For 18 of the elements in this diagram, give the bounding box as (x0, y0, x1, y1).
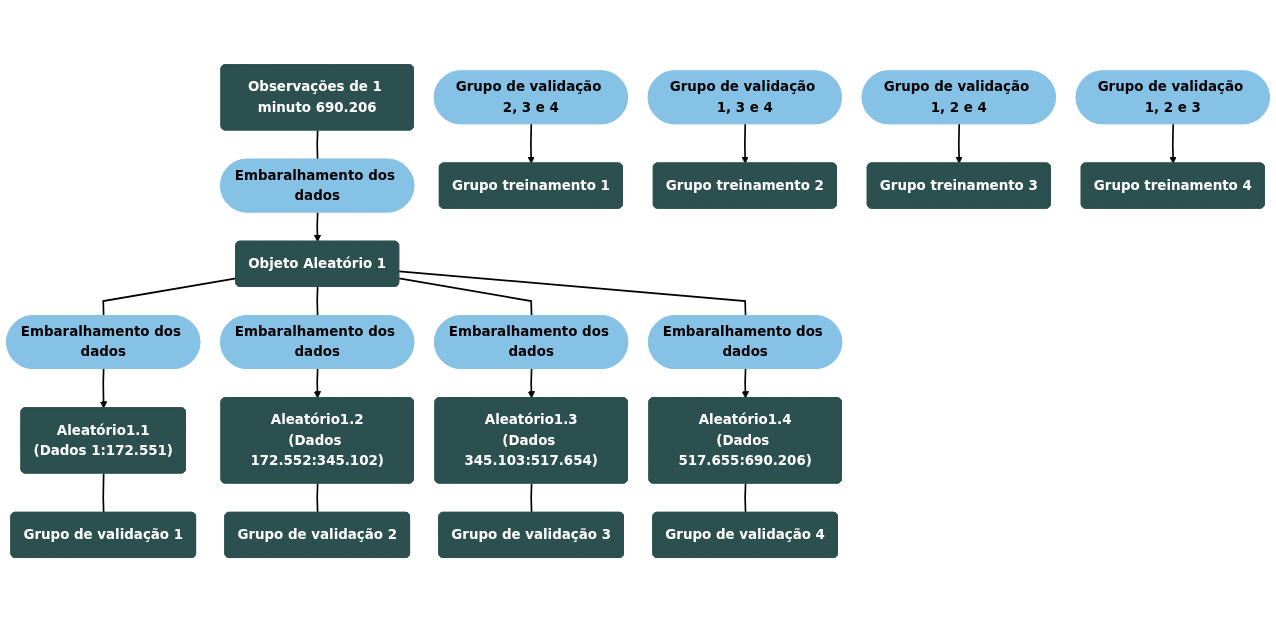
connector (316, 483, 319, 514)
arrow (527, 123, 535, 165)
connector (102, 278, 237, 318)
connector (398, 270, 747, 318)
arrow (1169, 123, 1177, 165)
arrow (741, 123, 749, 165)
arrow (741, 368, 750, 399)
connector (530, 483, 533, 514)
connector (102, 473, 105, 514)
connector (744, 483, 747, 514)
arrow (313, 368, 322, 399)
connector (398, 278, 533, 318)
arrow (527, 368, 536, 399)
arrow (313, 211, 322, 243)
arrow (99, 368, 108, 409)
arrow (955, 123, 963, 165)
connector (316, 129, 319, 161)
connector (316, 286, 319, 318)
